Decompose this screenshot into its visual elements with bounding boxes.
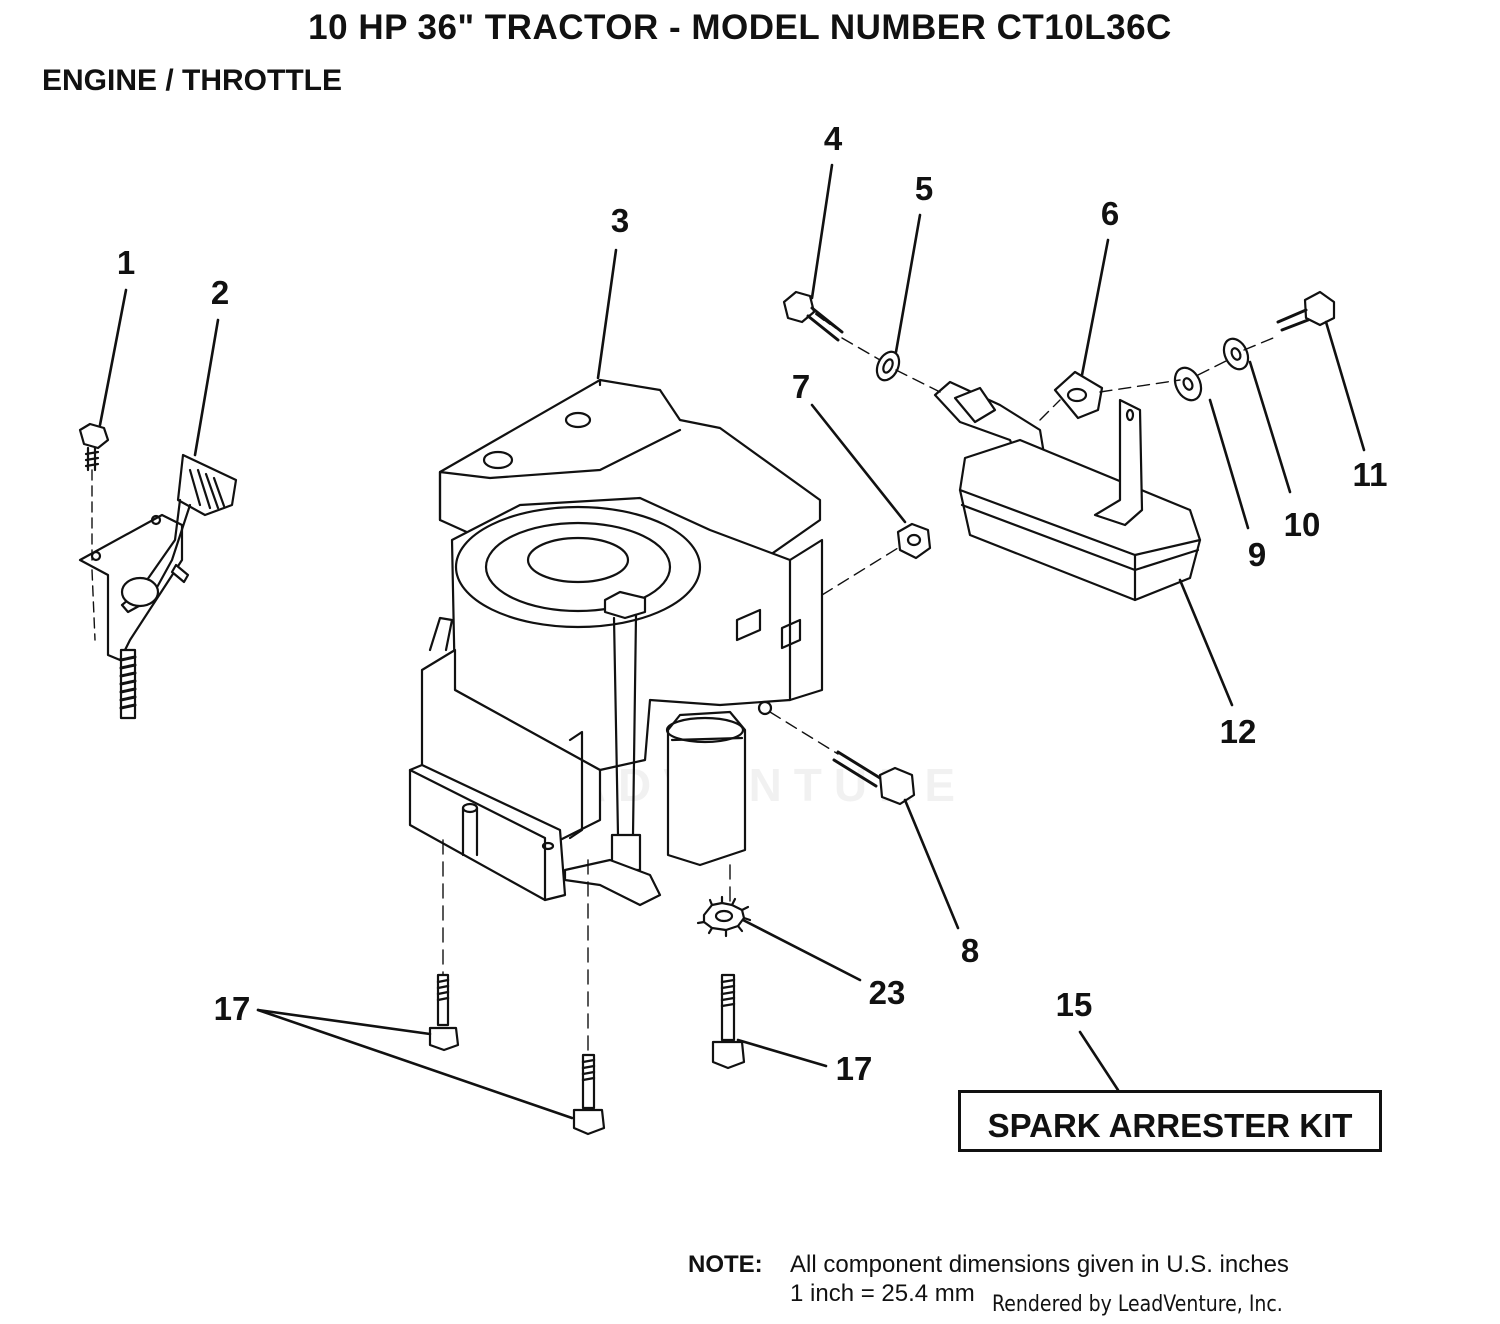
section-subtitle: ENGINE / THROTTLE [42, 64, 342, 97]
note-line-1: All component dimensions given in U.S. i… [790, 1251, 1289, 1278]
spark-arrester-kit-box: SPARK ARRESTER KIT [958, 1090, 1382, 1152]
throttle-control [78, 422, 238, 720]
part-label-8: 8 [961, 932, 979, 969]
exhaust-parts [782, 290, 1336, 806]
part-label-2: 2 [211, 274, 229, 311]
part-label-10: 10 [1284, 506, 1321, 543]
mounting-hardware [428, 895, 752, 1136]
part-number-labels: 1 2 3 4 5 6 7 8 9 10 11 12 15 17 17 23 [117, 120, 1388, 1087]
part-label-7: 7 [792, 368, 810, 405]
note-label: NOTE: [688, 1251, 763, 1278]
note-line-2: 1 inch = 25.4 mm [790, 1280, 975, 1307]
page-title: 10 HP 36" TRACTOR - MODEL NUMBER CT10L36… [308, 8, 1172, 47]
part-label-9: 9 [1248, 536, 1266, 573]
part-label-1: 1 [117, 244, 135, 281]
part-label-15: 15 [1056, 986, 1093, 1023]
part-label-4: 4 [824, 120, 843, 157]
engine-block [408, 378, 824, 907]
rendered-by-credit: Rendered by LeadVenture, Inc. [992, 1292, 1283, 1317]
spark-arrester-kit-label: SPARK ARRESTER KIT [987, 1107, 1353, 1144]
part-label-17-right: 17 [836, 1050, 873, 1087]
part-label-11: 11 [1353, 456, 1388, 493]
leader-lines [98, 163, 1366, 1120]
part-label-6: 6 [1101, 195, 1119, 232]
part-label-12: 12 [1220, 713, 1257, 750]
part-label-3: 3 [611, 202, 629, 239]
part-label-17-left: 17 [214, 990, 251, 1027]
part-label-23: 23 [869, 974, 906, 1011]
part-label-5: 5 [915, 170, 933, 207]
